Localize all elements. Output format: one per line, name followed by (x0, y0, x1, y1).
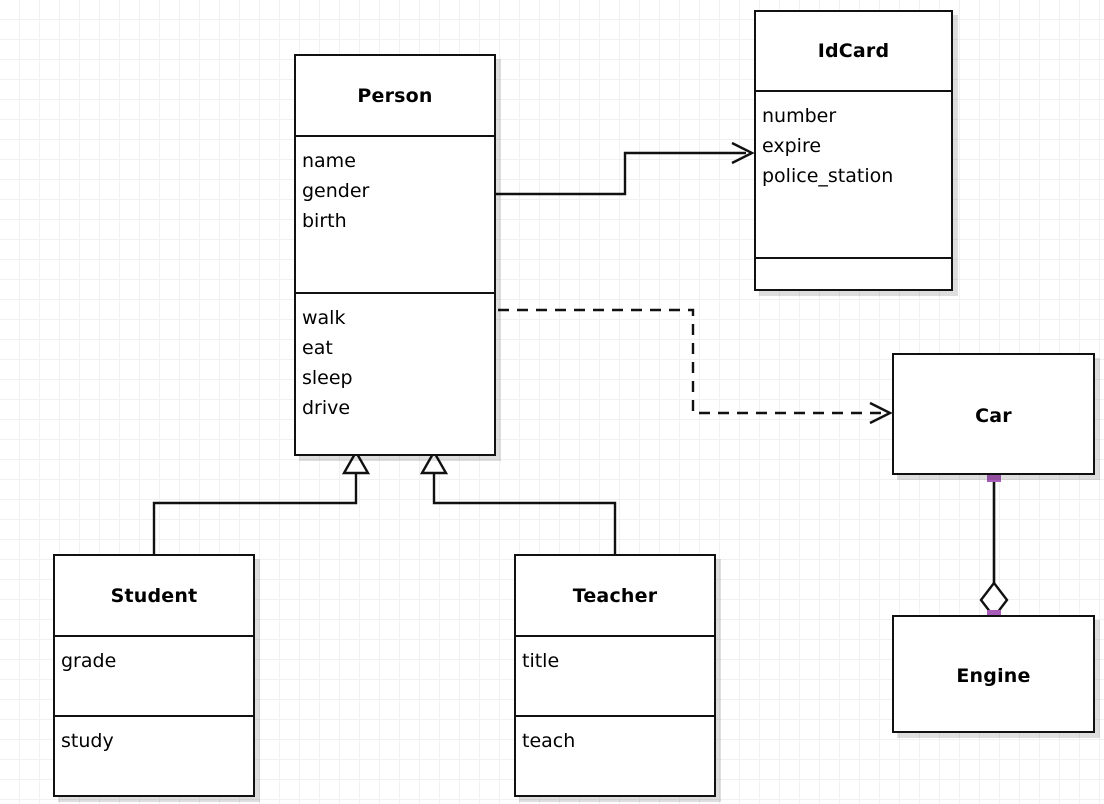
open-arrowhead-icon (731, 141, 755, 165)
attribute-item: title (522, 650, 560, 672)
operation-item: sleep (302, 367, 353, 389)
relation-car-engine[interactable] (979, 468, 1009, 624)
class-title-student: Student (110, 584, 198, 607)
attribute-item: name (302, 150, 356, 172)
open-arrowhead-icon (869, 401, 893, 425)
operation-item: drive (302, 397, 351, 419)
class-attributes-teacher: title (516, 635, 714, 715)
class-title-engine: Engine (956, 665, 1031, 687)
relation-person-idcard[interactable] (496, 141, 755, 196)
class-operations-teacher: teach (516, 715, 714, 799)
attributes-list: grade (55, 637, 253, 676)
class-operations-idcard (756, 257, 951, 293)
operation-item: teach (522, 730, 576, 752)
operations-list: study (55, 717, 253, 756)
operations-list: walk eat sleep drive (296, 294, 494, 423)
class-box-person[interactable]: Person name gender birth walk eat sleep drive (294, 54, 496, 456)
generalization-line-teacher-person (432, 472, 617, 554)
class-box-teacher[interactable]: Teacher title teach (514, 554, 716, 797)
class-box-engine[interactable]: Engine (892, 615, 1095, 733)
association-line-person-idcard (496, 151, 746, 196)
operation-item: study (61, 730, 114, 752)
class-title-teacher: Teacher (572, 584, 658, 607)
class-title-car: Car (975, 405, 1012, 427)
class-title-idcard: IdCard (817, 40, 890, 62)
relation-student-person[interactable] (152, 449, 371, 554)
class-attributes-idcard: number expire police_station (756, 90, 951, 257)
class-box-car[interactable]: Car (892, 353, 1095, 475)
class-operations-person: walk eat sleep drive (296, 292, 494, 458)
attribute-item: expire (762, 135, 822, 157)
class-box-idcard[interactable]: IdCard number expire police_station (754, 10, 953, 291)
class-title-person: Person (357, 84, 433, 107)
operation-item: walk (302, 307, 346, 329)
dependency-line-person-car (498, 308, 884, 415)
attributes-list: name gender birth (296, 137, 494, 236)
attribute-item: police_station (762, 165, 894, 187)
class-attributes-person: name gender birth (296, 135, 494, 292)
class-operations-student: study (55, 715, 253, 799)
generalization-line-student-person (152, 472, 358, 554)
class-box-student[interactable]: Student grade study (53, 554, 255, 797)
attribute-item: gender (302, 180, 370, 202)
attribute-item: grade (61, 650, 117, 672)
class-attributes-student: grade (55, 635, 253, 715)
hollow-diamond-icon (979, 581, 1009, 619)
relation-teacher-person[interactable] (419, 449, 617, 554)
attribute-item: number (762, 105, 837, 127)
operation-item: eat (302, 337, 333, 359)
attributes-list: number expire police_station (756, 92, 951, 191)
attribute-item: birth (302, 210, 347, 232)
operations-list: teach (516, 717, 714, 756)
relation-person-car[interactable] (498, 308, 893, 425)
attributes-list: title (516, 637, 714, 676)
